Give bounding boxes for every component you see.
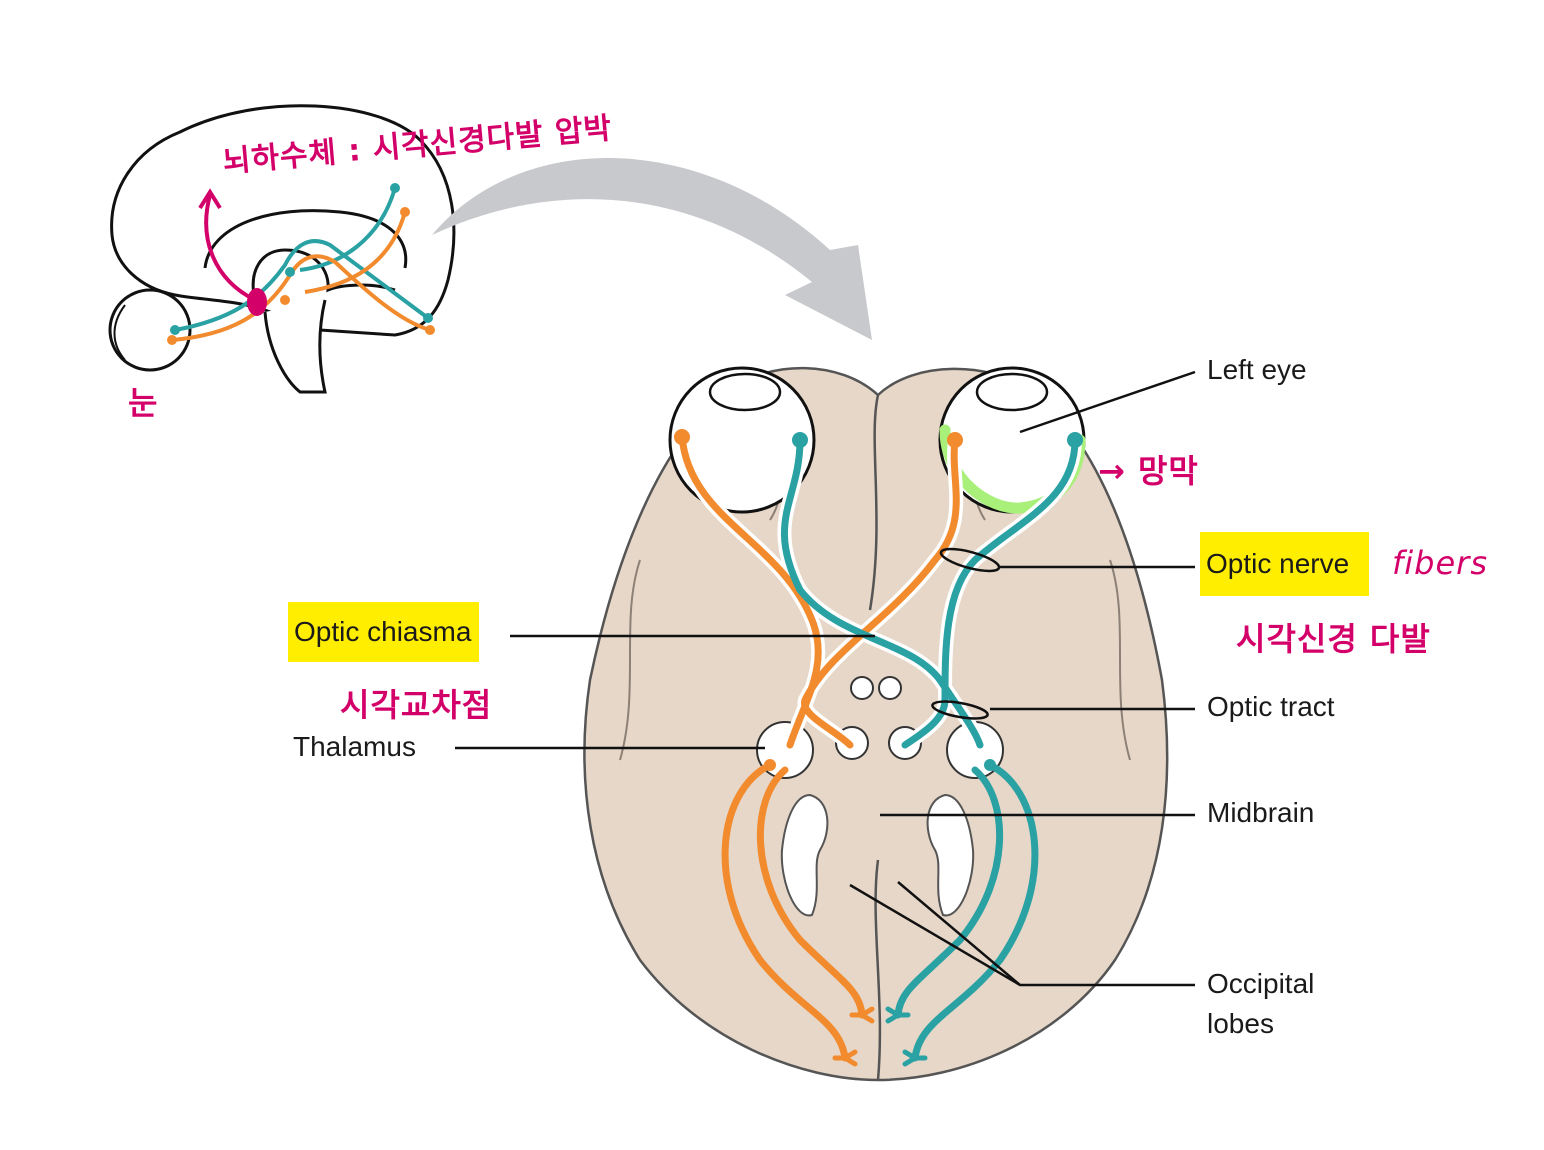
orange-radiation-outer	[721, 761, 849, 1062]
label-left-eye: Left eye	[1207, 354, 1307, 385]
pituitary-mark	[247, 288, 267, 316]
annotation-fibers: fibers	[1392, 544, 1488, 582]
mammillary-body	[850, 676, 874, 700]
ventricle-left	[780, 793, 829, 917]
sagittal-eye	[108, 288, 192, 372]
sagittal-dot	[170, 325, 180, 335]
sagittal-eye-lens	[113, 304, 126, 361]
label-midbrain: Midbrain	[1207, 797, 1315, 828]
annotation-retina: → 망막	[1098, 452, 1199, 490]
pituitary-arrow-head	[198, 188, 222, 210]
label-occipital-lobes-line1: Occipital	[1207, 968, 1315, 999]
sagittal-brainstem	[263, 299, 327, 394]
sagittal-dot	[400, 207, 410, 217]
ventral-eyes	[668, 366, 1086, 514]
sagittal-dot	[423, 313, 433, 323]
annotation-eye: 눈	[128, 384, 159, 422]
sagittal-dot	[167, 335, 177, 345]
label-optic-nerve: Optic nerve	[1200, 532, 1370, 597]
label-optic-tract: Optic tract	[1207, 691, 1335, 722]
teal-optic-nerve-left	[901, 436, 1079, 749]
ventral-pathways	[674, 429, 1083, 1067]
sagittal-brain	[108, 104, 456, 394]
gyrus-left	[619, 559, 641, 761]
frontal-fissure	[868, 394, 880, 611]
sagittal-teal-pathway-up	[299, 187, 397, 272]
teal-radiation-inner	[894, 766, 1004, 1019]
sagittal-dot	[425, 325, 435, 335]
orange-radiation-inner	[756, 766, 866, 1019]
mammillary-body	[878, 676, 902, 700]
leader-left-eye	[1019, 370, 1196, 434]
sagittal-orange-pathway	[171, 254, 431, 342]
label-occipital-lobes-line2: lobes	[1207, 1008, 1274, 1039]
ventral-brain	[583, 366, 1169, 1082]
sagittal-thalamus-fold	[251, 248, 396, 301]
label-thalamus: Thalamus	[293, 731, 416, 762]
annotation-optic-nerve-ko: 시각신경 다발	[1236, 620, 1431, 658]
left-eye-lens	[975, 372, 1049, 412]
sagittal-dot	[285, 267, 295, 277]
orange-crossing-fiber	[801, 436, 960, 749]
sagittal-orange-pathway-up	[304, 211, 407, 294]
gyrus-right	[1109, 559, 1131, 761]
transition-arrow	[432, 158, 872, 340]
leader-occipital	[849, 881, 1195, 987]
optic-nerve-bundle-ring	[939, 547, 1001, 573]
right-eye-lens	[708, 372, 782, 412]
sagittal-dot	[390, 183, 400, 193]
sagittal-teal-pathway	[174, 239, 430, 332]
ventricle-right	[926, 793, 975, 917]
leader-lines	[455, 370, 1196, 987]
occipital-fissure	[874, 859, 882, 1081]
sagittal-inner-fold	[203, 209, 408, 269]
label-optic-chiasma: Optic chiasma	[288, 602, 480, 663]
teal-radiation-outer	[911, 761, 1039, 1062]
optic-tract-ring	[931, 700, 989, 720]
sagittal-dot	[280, 295, 290, 305]
right-eye	[668, 366, 816, 514]
annotation-optic-chiasma-ko: 시각교차점	[340, 686, 493, 724]
teal-crossing-fiber	[781, 436, 984, 749]
pituitary-arrow	[204, 194, 256, 302]
